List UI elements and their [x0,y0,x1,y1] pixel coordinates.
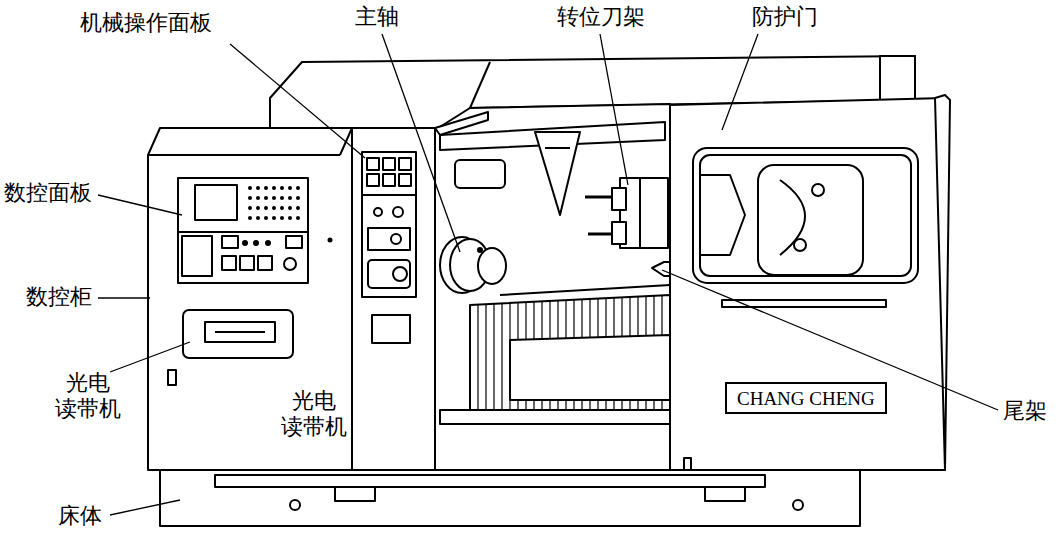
plate-text: CHANG CHENG [737,388,875,410]
part-label: 数控柜 [26,284,92,310]
part-label: 机械操作面板 [80,10,212,36]
name-plate: CHANG CHENG [725,382,887,414]
part-label: 主轴 [355,4,399,30]
part-label: 数控面板 [4,180,92,206]
part-label: 尾架 [1003,398,1047,424]
leader-lines [98,34,998,515]
part-label: 光电 读带机 [280,388,348,441]
part-label: 防护门 [752,4,818,30]
part-label: 光电 读带机 [54,370,122,423]
part-label: 转位刀架 [557,4,645,30]
part-label: 床体 [58,503,102,529]
